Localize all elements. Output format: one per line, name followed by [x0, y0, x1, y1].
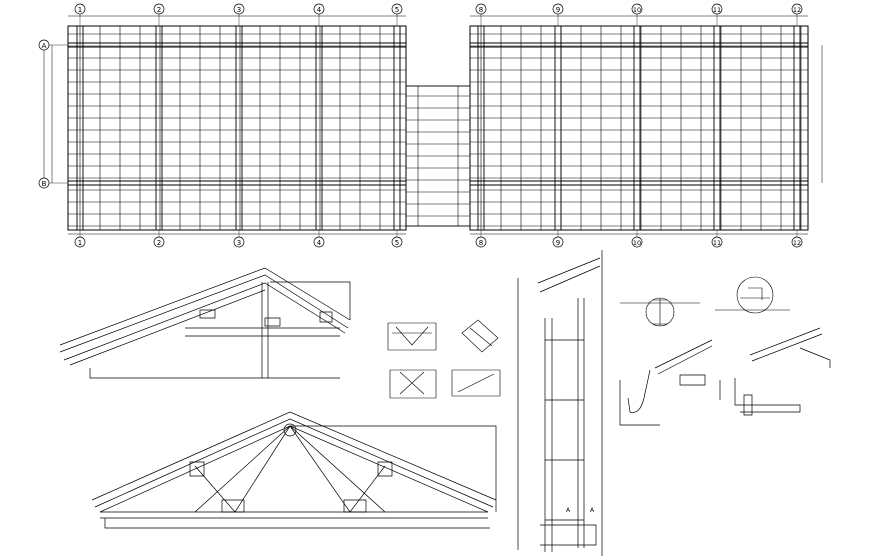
grid-bubble-9-top: 9 [552, 3, 564, 15]
grid-bubble-10-top: 10 [631, 3, 643, 15]
grid-bubble-10-bottom: 10 [631, 236, 643, 248]
connection-detail-3 [389, 369, 437, 399]
svg-text:2: 2 [157, 6, 161, 14]
svg-text:2: 2 [157, 239, 161, 247]
grid-bubble-4-top: 4 [313, 3, 325, 15]
gutter-detail-right [719, 327, 831, 416]
svg-text:A: A [566, 507, 571, 514]
svg-text:5: 5 [395, 6, 399, 14]
grid-bubble-5-top: 5 [391, 3, 403, 15]
svg-text:5: 5 [395, 239, 399, 247]
svg-text:10: 10 [633, 6, 641, 14]
connection-detail-2 [461, 319, 499, 353]
svg-text:9: 9 [556, 6, 560, 14]
svg-text:10: 10 [633, 239, 641, 247]
grid-bubble-8-bottom: 8 [475, 236, 487, 248]
svg-text:12: 12 [793, 239, 801, 247]
connection-detail-4 [451, 369, 501, 397]
grid-bubble-9-bottom: 9 [552, 236, 564, 248]
roof-truss-elevation [91, 411, 497, 529]
svg-text:12: 12 [793, 6, 801, 14]
svg-text:A: A [42, 42, 47, 50]
connection-detail-1 [387, 322, 437, 351]
grid-bubble-4-bottom: 4 [313, 236, 325, 248]
grid-bubble-11-top: 11 [711, 3, 723, 15]
grid-bubble-5-bottom: 5 [391, 236, 403, 248]
grid-bubble-2-top: 2 [153, 3, 165, 15]
svg-text:9: 9 [556, 239, 560, 247]
grid-bubble-12-bottom: 12 [791, 236, 803, 248]
section-marker-a-right: A [590, 507, 595, 514]
grid-bubble-1-top: 1 [74, 3, 86, 15]
grid-bubble-12-top: 12 [791, 3, 803, 15]
svg-text:4: 4 [317, 239, 322, 247]
wall-gutter-section [517, 250, 603, 556]
svg-text:8: 8 [479, 6, 483, 14]
grid-bubble-3-bottom: 3 [233, 236, 245, 248]
grid-bubble-B: B [38, 177, 50, 189]
svg-text:8: 8 [479, 239, 483, 247]
roof-eave-section [59, 267, 351, 379]
svg-text:11: 11 [713, 239, 721, 247]
svg-text:3: 3 [237, 6, 241, 14]
svg-text:A: A [590, 507, 595, 514]
svg-text:4: 4 [317, 6, 322, 14]
grid-bubble-3-top: 3 [233, 3, 245, 15]
svg-text:1: 1 [78, 239, 82, 247]
svg-text:1: 1 [78, 6, 82, 14]
grid-bubble-8-top: 8 [475, 3, 487, 15]
svg-text:3: 3 [237, 239, 241, 247]
gutter-detail-left [619, 339, 713, 426]
purlin-clip-detail [620, 297, 700, 327]
ridge-clip-detail [715, 276, 790, 314]
section-marker-a-left: A [566, 507, 571, 514]
grid-bubble-A: A [38, 39, 50, 51]
grid-bubble-11-bottom: 11 [711, 236, 723, 248]
svg-text:11: 11 [713, 6, 721, 14]
svg-text:B: B [42, 180, 47, 188]
grid-bubble-2-bottom: 2 [153, 236, 165, 248]
roof-framing-plan: 1 2 3 4 5 8 9 10 11 12 1 2 3 4 5 8 9 10 … [38, 3, 823, 248]
grid-bubble-1-bottom: 1 [74, 236, 86, 248]
